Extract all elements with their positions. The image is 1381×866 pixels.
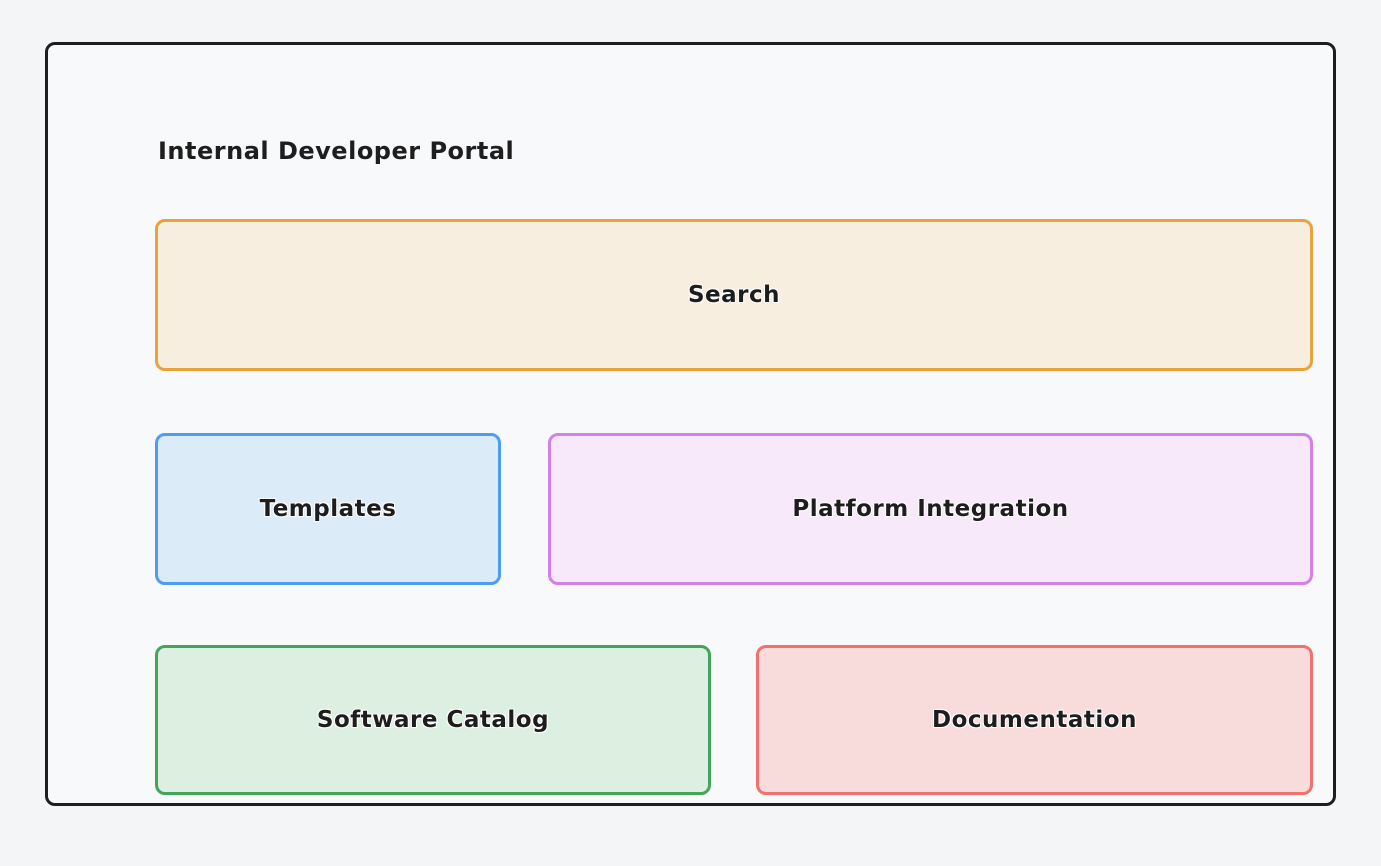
node-platform-integration-label: Platform Integration	[792, 496, 1069, 522]
portal-frame: Internal Developer Portal Search Templat…	[45, 42, 1336, 806]
node-software-catalog[interactable]: Software Catalog	[155, 645, 711, 795]
portal-title: Internal Developer Portal	[158, 137, 515, 165]
node-search-label: Search	[687, 282, 781, 308]
node-software-catalog-label: Software Catalog	[316, 707, 550, 733]
node-search[interactable]: Search	[155, 219, 1313, 371]
node-templates[interactable]: Templates	[155, 433, 501, 585]
node-documentation[interactable]: Documentation	[756, 645, 1313, 795]
node-templates-label: Templates	[259, 496, 397, 522]
node-platform-integration[interactable]: Platform Integration	[548, 433, 1313, 585]
node-documentation-label: Documentation	[932, 707, 1137, 733]
